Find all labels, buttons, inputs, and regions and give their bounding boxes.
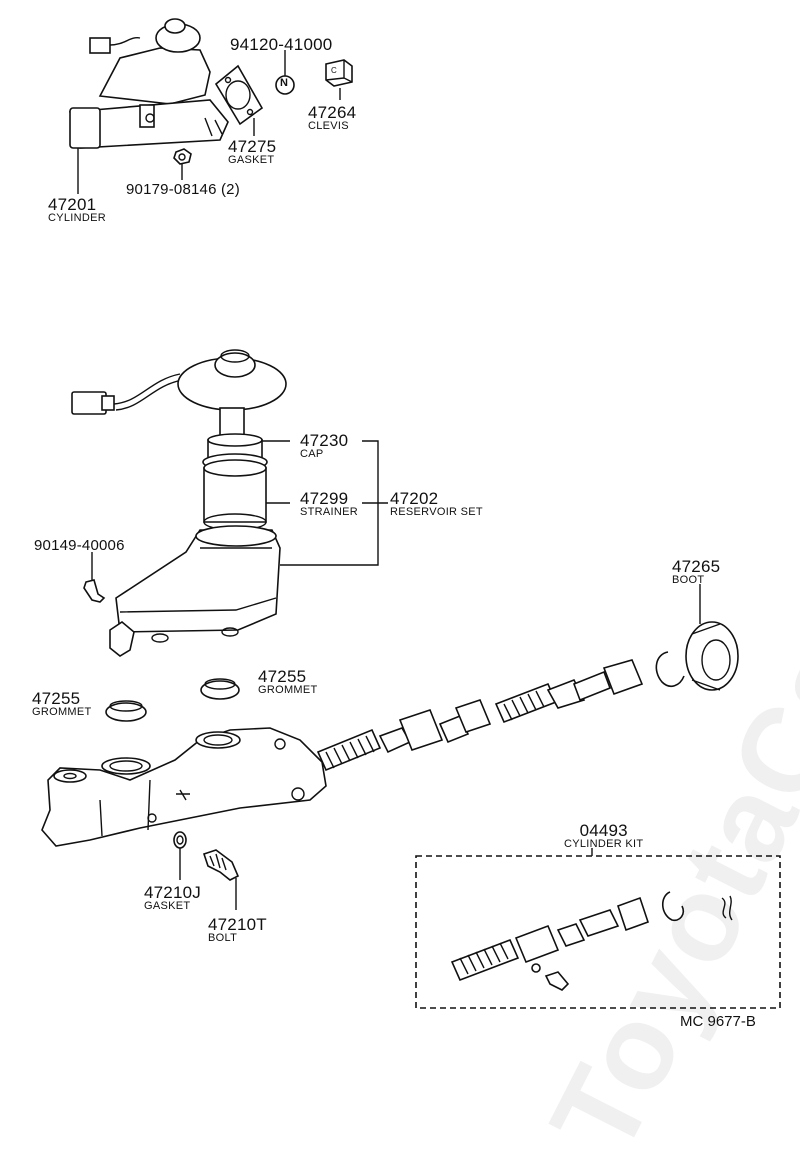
part-name: BOOT	[672, 574, 705, 586]
parts-diagram: ToyotaCarMine.ru	[32, 18, 800, 1174]
grommet-left-icon	[105, 700, 147, 722]
part-name: RESERVOIR SET	[390, 506, 483, 518]
callout-47299: 47299 STRAINER	[300, 490, 358, 518]
connector-plug-icon	[89, 37, 111, 54]
callout-47275: 47275 GASKET	[228, 138, 276, 166]
part-number: 47230	[300, 431, 349, 450]
reservoir-cap-icon	[177, 349, 287, 439]
piston-assembly-icon	[316, 659, 644, 772]
part-name: CAP	[300, 448, 324, 460]
callout-47201: 47201 CYLINDER	[48, 196, 106, 224]
copper-gasket-icon	[173, 831, 187, 849]
part-name: CYLINDER	[48, 212, 107, 224]
part-name: STRAINER	[300, 506, 359, 518]
drawing-code: MC 9677-B	[680, 1013, 756, 1030]
part-name: BOLT	[208, 932, 238, 944]
part-number: 47255	[32, 689, 81, 708]
part-number: 47275	[228, 137, 277, 156]
part-name: GROMMET	[258, 684, 318, 696]
part-number: 47265	[672, 557, 721, 576]
part-name: GROMMET	[32, 706, 92, 718]
callout-47255-left: 47255 GROMMET	[32, 690, 92, 718]
snap-ring-icon	[655, 651, 685, 688]
part-number: 47210J	[144, 883, 201, 902]
union-bolt-icon	[202, 849, 240, 881]
part-number: 04493	[579, 821, 628, 840]
part-name: CLEVIS	[308, 120, 349, 132]
part-number: 47202	[390, 489, 439, 508]
clevis-icon	[325, 59, 353, 87]
callout-90179: 90179-08146 (2)	[126, 182, 240, 197]
clevis-mark: C	[331, 66, 337, 75]
strainer-icon	[203, 459, 267, 531]
part-name: GASKET	[144, 900, 191, 912]
boot-icon	[685, 621, 739, 691]
grommet-right-icon	[200, 678, 240, 700]
part-number: 47201	[48, 195, 97, 214]
screw-icon	[83, 579, 106, 603]
master-cylinder-assembly-icon	[68, 18, 229, 149]
callout-94120: 94120-41000	[230, 36, 332, 53]
callout-47210j: 47210J GASKET	[144, 884, 201, 912]
callout-47264: 47264 CLEVIS	[308, 104, 356, 132]
diagram-drawing	[41, 18, 781, 1009]
nut-icon	[173, 148, 192, 165]
callout-47255-right: 47255 GROMMET	[258, 668, 318, 696]
callout-04493: 04493 CYLINDER KIT	[564, 822, 643, 850]
callout-47202: 47202 RESERVOIR SET	[390, 490, 483, 518]
part-number: 47264	[308, 103, 357, 122]
part-number: 47299	[300, 489, 349, 508]
part-number: 47210T	[208, 915, 267, 934]
cylinder-body-icon	[41, 727, 327, 847]
part-name: GASKET	[228, 154, 275, 166]
callout-47230: 47230 CAP	[300, 432, 348, 460]
cylinder-kit-box	[415, 855, 781, 1009]
nut-symbol-label: N	[280, 77, 288, 89]
part-name: CYLINDER KIT	[564, 838, 644, 850]
part-number: 94120-41000	[230, 35, 333, 54]
gasket-icon	[214, 64, 264, 126]
callout-90149: 90149-40006	[34, 538, 125, 553]
part-number: 47255	[258, 667, 307, 686]
kit-parts-icon	[450, 891, 733, 991]
part-number: 90179-08146 (2)	[126, 181, 240, 198]
callout-47210t: 47210T BOLT	[208, 916, 267, 944]
reservoir-connector-icon	[71, 373, 183, 415]
part-number: 90149-40006	[34, 537, 125, 554]
callout-47265: 47265 BOOT	[672, 558, 720, 586]
reservoir-body-icon	[109, 525, 281, 657]
